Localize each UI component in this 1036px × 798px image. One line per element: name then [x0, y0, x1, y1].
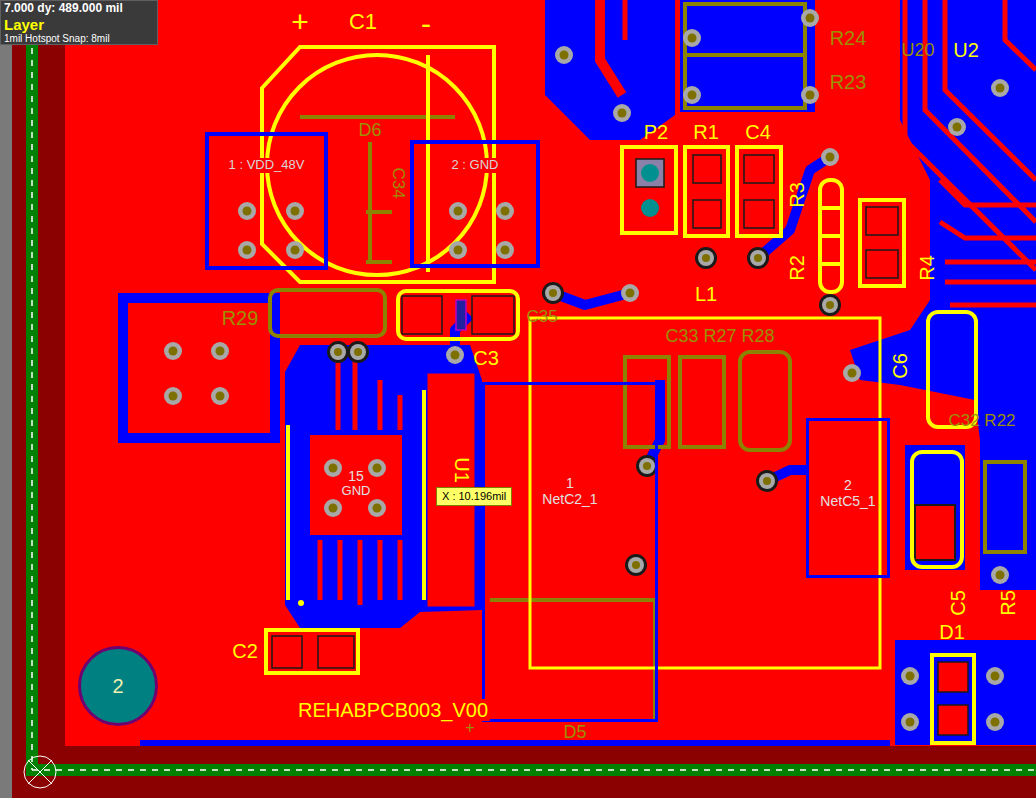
net-name: 15 — [346, 468, 366, 484]
net-name: 2 — [842, 477, 854, 493]
polarity-mark: + — [291, 7, 309, 37]
pad: 15GND — [318, 452, 394, 512]
designator: C1 — [349, 11, 377, 33]
designator: R24 — [830, 28, 867, 48]
designator: C6 — [890, 353, 910, 379]
status-text: 7.000 dy: 489.000 mil — [4, 2, 123, 16]
designator: R1 — [693, 122, 719, 142]
designator: C4 — [745, 122, 771, 142]
pad: 2NetC5_1 — [806, 418, 890, 578]
node-text: X : 10.196mil — [442, 490, 506, 503]
polarity-mark: - — [421, 9, 431, 39]
net-name: GND — [340, 484, 373, 499]
bottom-layer-copper — [118, 0, 1036, 746]
net-name: 1 : VDD_48V — [227, 158, 307, 173]
designator: R5 — [998, 590, 1018, 616]
pad: 2 : GND — [410, 140, 540, 268]
vias — [164, 9, 1009, 731]
polarity-mark: + — [465, 720, 474, 736]
designator: R23 — [830, 72, 867, 92]
designator: R3 — [787, 182, 807, 208]
designator: C5 — [948, 590, 968, 616]
status-panel: 7.000 dy: 489.000 milLayer1mil Hotspot S… — [0, 0, 158, 45]
designator: C2 — [232, 641, 258, 661]
designator: R4 — [917, 255, 937, 281]
designator: C34 — [390, 167, 407, 198]
designator: R29 — [222, 308, 259, 328]
designator: D6 — [358, 121, 381, 139]
designator: U20 — [901, 41, 934, 59]
designator: C3 — [473, 348, 499, 368]
designator: C35 — [526, 308, 557, 325]
designator: L1 — [695, 284, 717, 304]
board-name: REHABPCB003_V00 — [296, 699, 490, 721]
net-name: 1 — [564, 475, 576, 491]
node-text: 2 — [112, 675, 123, 698]
net-name: NetC2_1 — [540, 491, 599, 507]
top-silkscreen — [262, 47, 976, 743]
designator: C33 R27 R28 — [665, 327, 774, 345]
designator: U1 — [452, 457, 472, 483]
designator: C32 R22 — [948, 412, 1015, 429]
designator: D1 — [939, 622, 965, 642]
status-text: 1mil Hotspot Snap: 8mil — [4, 33, 110, 45]
net-name: 2 : GND — [450, 158, 501, 173]
designator: D5 — [563, 723, 586, 741]
designator: R2 — [787, 255, 807, 281]
mounting-hole: 2 — [78, 646, 158, 726]
designator: U2 — [953, 40, 979, 60]
status-text: Layer — [4, 16, 44, 33]
coordinate-tooltip: X : 10.196mil — [436, 487, 512, 506]
component-pads — [128, 155, 968, 735]
pad: 1NetC2_1 — [482, 382, 658, 722]
pad: 1 : VDD_48V — [205, 132, 328, 270]
designator: P2 — [644, 122, 668, 142]
bottom-silkscreen — [270, 4, 1025, 720]
net-name: NetC5_1 — [818, 493, 877, 509]
